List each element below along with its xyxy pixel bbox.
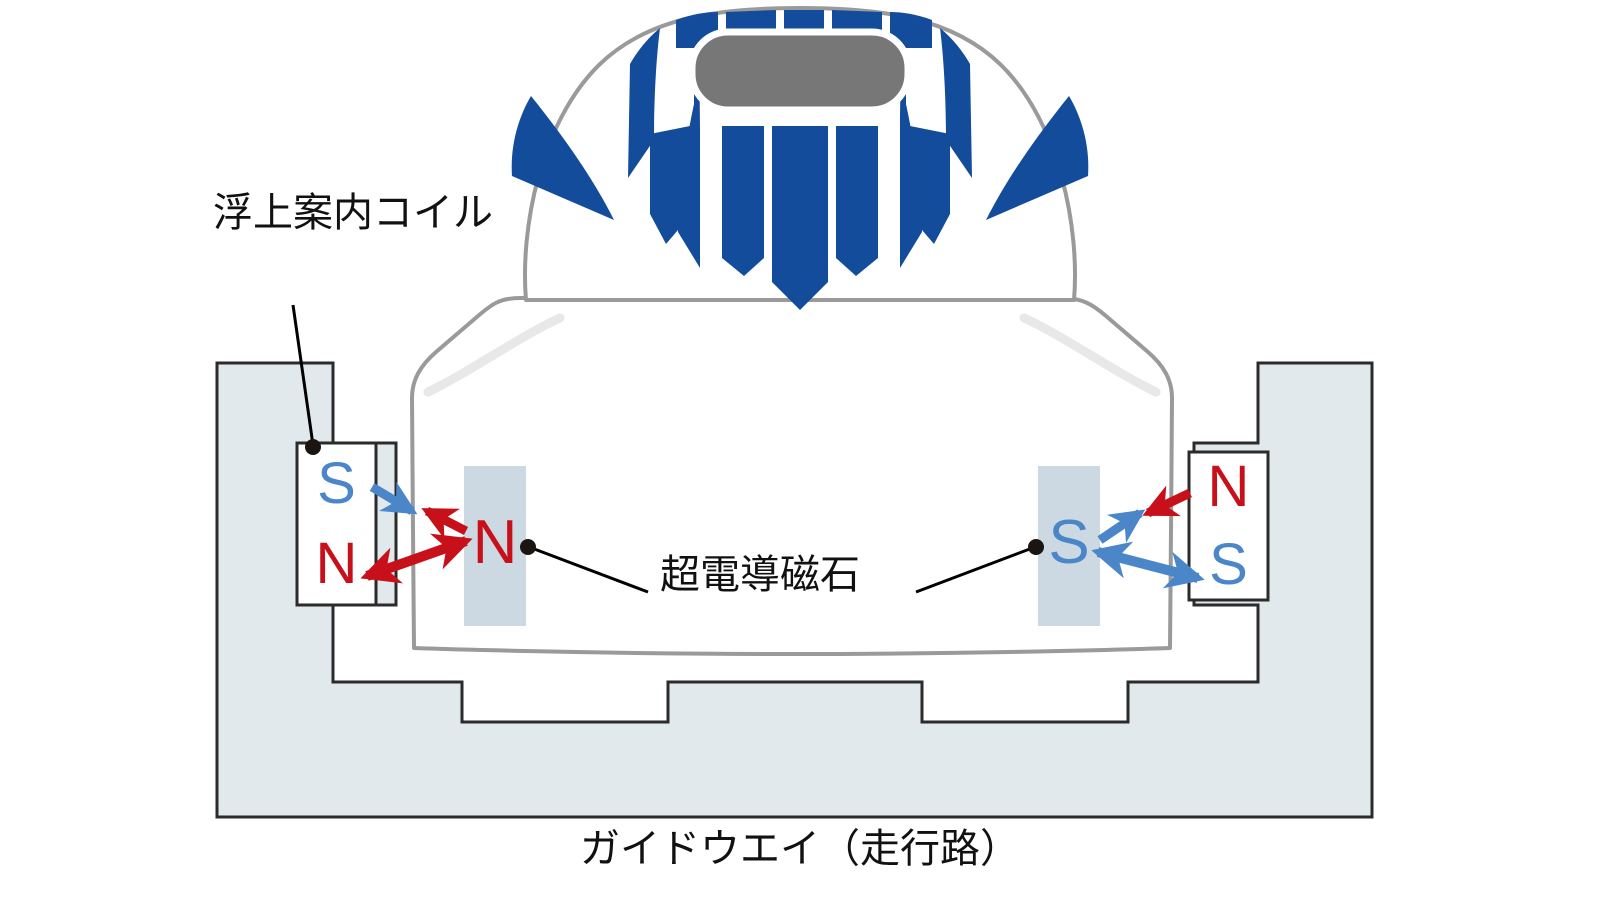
leader-magnet-right [915, 539, 1044, 594]
levitation-guidance-coil-right [1187, 450, 1270, 602]
superconducting-magnet-left-block [464, 466, 526, 626]
windshield [688, 28, 912, 114]
train-lower-body-outline [410, 296, 1174, 656]
train-body [410, 6, 1174, 656]
arrow-left-red-attract [421, 506, 469, 540]
arrow-left-red-repel [360, 533, 473, 584]
train-body-highlight [423, 313, 565, 397]
train-body-highlight-right [1019, 313, 1161, 397]
arrow-left-blue-attract [369, 481, 418, 515]
label-guideway: ガイドウエイ（走行路） [580, 826, 1020, 872]
label-superconducting-magnet: 超電導磁石 [660, 552, 860, 598]
label-levitation-guidance-coil: 浮上案内コイル [213, 190, 493, 236]
left-onboard-magnet-pole: N [472, 508, 518, 577]
superconducting-magnet-right-block [1038, 466, 1100, 626]
livery-stripe-right [986, 96, 1089, 220]
arrow-right-red-attract [1142, 485, 1192, 518]
right-coil-top-pole: N [1207, 454, 1250, 519]
leader-coil-left [291, 304, 321, 455]
right-coil-bottom-pole: S [1209, 532, 1248, 597]
guideway-structure [215, 361, 1374, 819]
right-onboard-magnet-pole: S [1048, 508, 1090, 577]
left-coil-top-pole: S [317, 451, 356, 516]
arrow-right-blue-attract [1097, 509, 1146, 544]
left-coil-bottom-pole: N [315, 531, 358, 596]
leader-magnet-left [520, 539, 649, 594]
livery-stripe-left [511, 96, 614, 220]
arrow-right-blue-repel [1091, 541, 1205, 589]
guideway-outline [215, 361, 1374, 819]
